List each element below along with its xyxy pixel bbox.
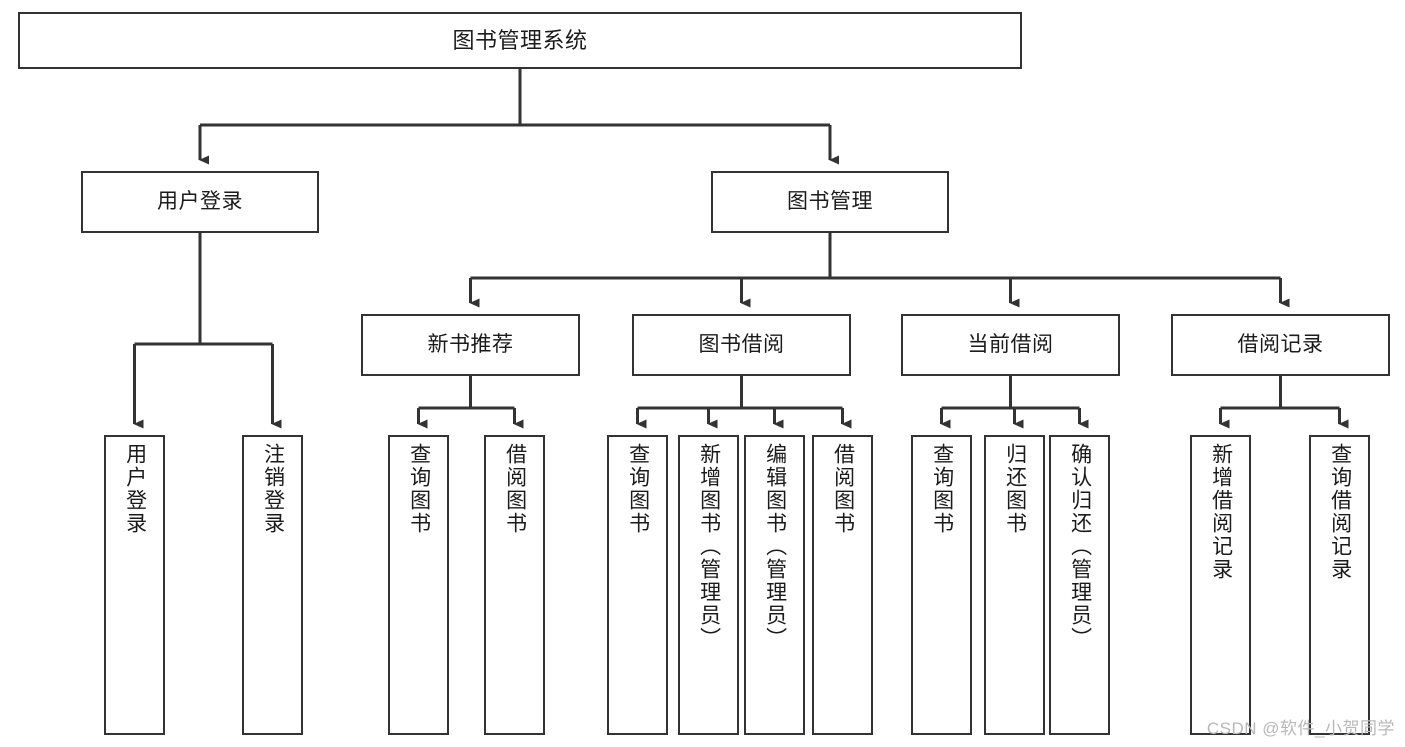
node-leaf-recommend-query-book[interactable]: 查询图书 xyxy=(388,435,449,735)
node-leaf-current-return-book[interactable]: 归还图书 xyxy=(984,435,1045,735)
node-label: 当前借阅 xyxy=(967,332,1054,356)
node-leaf-borrow-query-book[interactable]: 查询图书 xyxy=(607,435,668,735)
node-borrow-record[interactable]: 借阅记录 xyxy=(1171,314,1390,376)
node-leaf-record-search[interactable]: 查询借阅记录 xyxy=(1309,435,1370,735)
node-label: 用户登录 xyxy=(157,189,243,213)
node-new-book-recommend[interactable]: 新书推荐 xyxy=(361,314,580,376)
node-leaf-logout[interactable]: 注销登录 xyxy=(242,435,303,735)
node-user-login[interactable]: 用户登录 xyxy=(81,171,319,233)
node-leaf-current-confirm-return[interactable]: 确认归还（管理员） xyxy=(1049,435,1110,735)
node-leaf-recommend-borrow-book[interactable]: 借阅图书 xyxy=(484,435,545,735)
node-label: 图书借阅 xyxy=(698,332,785,356)
node-label: 查询图书 xyxy=(930,443,954,535)
node-label: 新增借阅记录 xyxy=(1209,443,1233,581)
node-leaf-borrow-edit-book[interactable]: 编辑图书（管理员） xyxy=(744,435,805,735)
node-current-borrow[interactable]: 当前借阅 xyxy=(901,314,1120,376)
node-label: 新书推荐 xyxy=(427,332,514,356)
node-label: 查询借阅记录 xyxy=(1328,443,1352,581)
node-book-borrow[interactable]: 图书借阅 xyxy=(632,314,851,376)
node-leaf-record-add[interactable]: 新增借阅记录 xyxy=(1190,435,1251,735)
node-label: 借阅图书 xyxy=(503,443,527,535)
node-label: 注销登录 xyxy=(261,443,285,535)
node-label: 借阅图书 xyxy=(831,443,855,535)
node-leaf-borrow-loan-book[interactable]: 借阅图书 xyxy=(812,435,873,735)
node-root[interactable]: 图书管理系统 xyxy=(18,12,1022,69)
node-label: 图书管理系统 xyxy=(452,27,588,53)
node-leaf-user-login[interactable]: 用户登录 xyxy=(104,435,165,735)
node-book-manage[interactable]: 图书管理 xyxy=(711,171,949,233)
node-label: 查询图书 xyxy=(407,443,431,535)
node-label: 图书管理 xyxy=(787,189,873,213)
node-label: 确认归还（管理员） xyxy=(1068,443,1092,650)
node-label: 新增图书（管理员） xyxy=(697,443,721,650)
node-leaf-current-query-book[interactable]: 查询图书 xyxy=(911,435,972,735)
csdn-watermark: CSDN @软件_小贺同学 xyxy=(1206,719,1395,738)
node-label: 归还图书 xyxy=(1003,443,1027,535)
node-label: 编辑图书（管理员） xyxy=(763,443,787,650)
node-label: 用户登录 xyxy=(123,443,147,535)
node-label: 借阅记录 xyxy=(1237,332,1324,356)
node-label: 查询图书 xyxy=(626,443,650,535)
node-leaf-borrow-add-book[interactable]: 新增图书（管理员） xyxy=(678,435,739,735)
